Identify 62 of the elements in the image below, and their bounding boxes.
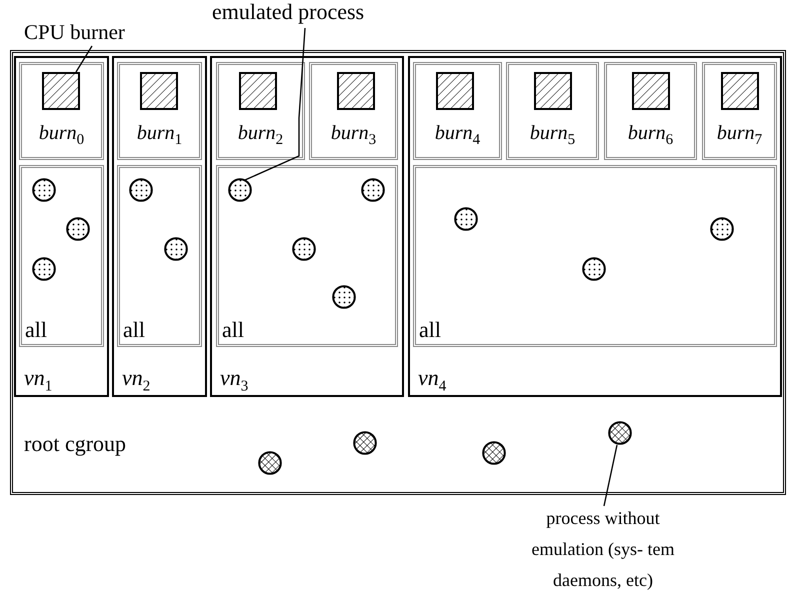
emulated-process-circle (454, 207, 478, 231)
cpu-burner-square (721, 72, 759, 110)
burner-cgroup-box (117, 62, 202, 160)
box-label: burn$_{2}$ (236, 121, 284, 150)
box-label: vn$_{2}$ (122, 366, 150, 395)
emulated-process-circle (710, 217, 734, 241)
emulated-process-circle (228, 178, 252, 202)
emulated-process-circle (164, 237, 188, 261)
cpu-burner-square (239, 72, 277, 110)
box-label: burn$_{3}$ (330, 121, 378, 150)
burner-cgroup-box (413, 62, 502, 160)
emulated-process-circle (582, 257, 606, 281)
cgroup-label: all (419, 318, 441, 342)
virtual-node-box (210, 56, 404, 397)
emulated-process-circle (32, 178, 56, 202)
emulated-process-circle (32, 257, 56, 281)
emulated-process-circle (332, 285, 356, 309)
process-cgroup-box (216, 165, 398, 347)
box-label: burn$_{6}$ (626, 121, 674, 150)
box-label: vn$_{4}$ (418, 366, 446, 395)
burner-cgroup-box (604, 62, 697, 160)
callout-label: CPU burner (24, 20, 164, 46)
emulated-process-circle (292, 237, 316, 261)
burner-cgroup-box (19, 62, 104, 160)
box-label: burn$_{5}$ (528, 121, 576, 150)
cpu-burner-square (436, 72, 474, 110)
burner-cgroup-box (216, 62, 305, 160)
emulated-process-circle (66, 217, 90, 241)
callout-label: emulated process (212, 0, 390, 28)
box-label: vn$_{1}$ (24, 366, 52, 395)
process-cgroup-box (117, 165, 202, 347)
virtual-node-box (14, 56, 109, 397)
process-cgroup-box (19, 165, 104, 347)
cpu-burner-square (42, 72, 80, 110)
burner-cgroup-box (506, 62, 599, 160)
burner-cgroup-box (309, 62, 398, 160)
system-process-circle (482, 441, 506, 465)
box-label: burn$_{4}$ (434, 121, 482, 150)
box-label: vn$_{3}$ (220, 366, 248, 395)
cpu-burner-square (632, 72, 670, 110)
system-process-circle (258, 451, 282, 475)
leader-line (244, 28, 306, 181)
box-label: burn$_{1}$ (136, 121, 184, 150)
cgroup-label: all (222, 318, 244, 342)
virtual-node-box (112, 56, 207, 397)
box-label: burn$_{0}$ (38, 121, 86, 150)
cgroup-label: root cgroup (24, 432, 126, 456)
virtual-node-box (408, 56, 782, 397)
cpu-burner-square (534, 72, 572, 110)
emulated-process-circle (129, 178, 153, 202)
cpu-burner-square (140, 72, 178, 110)
cgroup-label: all (123, 318, 145, 342)
system-process-circle (608, 421, 632, 445)
box-label: burn$_{7}$ (716, 121, 764, 150)
system-process-circle (353, 431, 377, 455)
callout-label: process without emulation (sys- tem daemons, etc) (528, 503, 678, 599)
root-cgroup-box (10, 50, 786, 495)
process-cgroup-box (413, 165, 777, 347)
cpu-burner-square (337, 72, 375, 110)
cgroup-label: all (25, 318, 47, 342)
emulated-process-circle (361, 178, 385, 202)
burner-cgroup-box (702, 62, 777, 160)
